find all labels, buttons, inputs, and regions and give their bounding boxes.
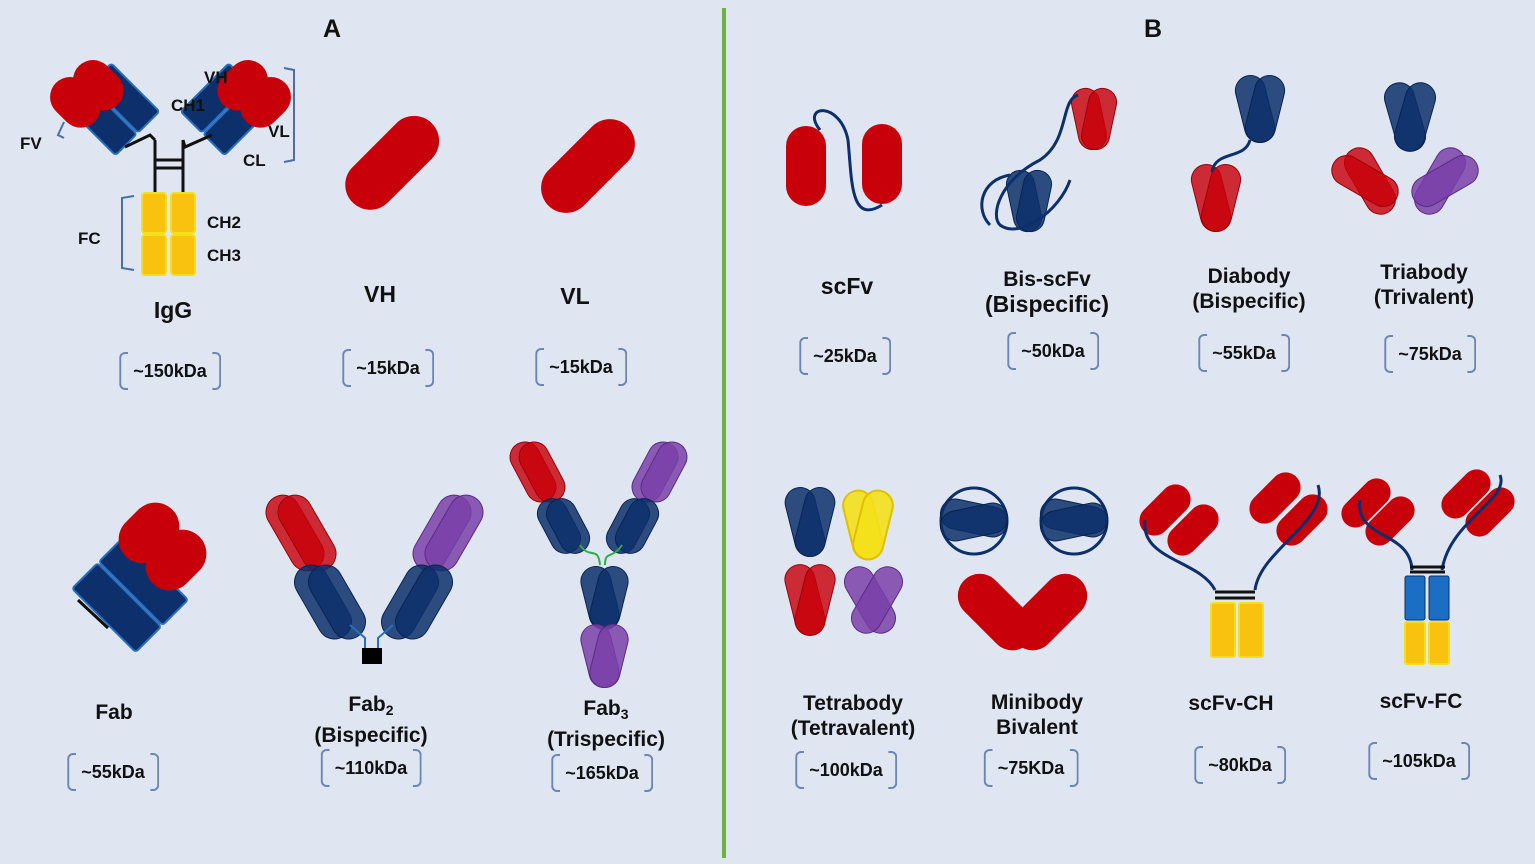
- vl-kda: ~15kDa: [535, 348, 627, 386]
- fab-kda: ~55kDa: [67, 753, 159, 791]
- scfv-kda: ~25kDa: [799, 337, 891, 375]
- igg-diagram: [50, 60, 295, 276]
- vh-name: VH: [364, 281, 396, 307]
- bisscfv-kda: ~50kDa: [1007, 332, 1099, 370]
- scfvfc-diagram: [1341, 469, 1515, 665]
- bisscfv-name-text: Bis-scFv: [1003, 268, 1091, 291]
- triabody-subtitle: (Trivalent): [1373, 286, 1475, 309]
- triabody-diagram: [1331, 82, 1479, 215]
- fab2-subscript: 2: [385, 702, 394, 718]
- diabody-subtitle: (Bispecific): [1192, 290, 1306, 313]
- tetrabody-subtitle: (Tetravalent): [790, 717, 916, 740]
- triabody-name: Triabody(Trivalent): [1374, 260, 1474, 310]
- fab2-name-text: Fab: [348, 693, 386, 716]
- scfvfc-kda: ~105kDa: [1368, 742, 1470, 780]
- label-fv-region: FV: [20, 134, 42, 153]
- fab2-diagram: [265, 494, 484, 664]
- scfv-diagram: [786, 109, 902, 212]
- bisscfv-name: Bis-scFv(Bispecific): [985, 267, 1109, 318]
- vh-domain: [345, 115, 440, 210]
- bisscfv-subtitle: (Bispecific): [985, 291, 1109, 317]
- label-vh-domain: VH: [204, 68, 228, 87]
- fab3-name-text: Fab: [583, 697, 621, 720]
- scfvch-name: scFv-CH: [1188, 692, 1274, 715]
- igg-name: IgG: [153, 297, 193, 323]
- panel-divider: [722, 8, 726, 858]
- diabody-diagram: [1190, 75, 1286, 232]
- fab3-kda: ~165kDa: [551, 754, 653, 792]
- tetrabody-name: Tetrabody(Tetravalent): [791, 691, 915, 741]
- fab3-name: Fab3 (Trispecific): [547, 696, 665, 752]
- label-ch3-domain: CH3: [207, 246, 242, 265]
- minibody-name-text: Minibody: [990, 691, 1084, 714]
- fab2-kda: ~110kDa: [320, 749, 422, 787]
- label-ch2-domain: CH2: [207, 213, 242, 232]
- diabody-name-text: Diabody: [1207, 265, 1291, 288]
- label-cl-domain: CL: [243, 151, 266, 170]
- fab2-subtitle: (Bispecific): [314, 724, 428, 747]
- tetrabody-diagram: [784, 487, 903, 636]
- fab3-diagram: [509, 441, 688, 688]
- triabody-name-text: Triabody: [1380, 261, 1468, 284]
- vh-kda: ~15kDa: [342, 349, 434, 387]
- label-fc-region: FC: [78, 229, 101, 248]
- label-ch1-domain: CH1: [171, 96, 206, 115]
- fab2-name: Fab2 (Bispecific): [314, 692, 427, 748]
- label-vl-domain: VL: [268, 122, 290, 141]
- scfvch-kda: ~80kDa: [1194, 746, 1286, 784]
- fab3-subscript: 3: [620, 706, 629, 722]
- fab3-subtitle: (Trispecific): [547, 728, 665, 751]
- bisscfv-diagram: [980, 87, 1118, 233]
- minibody-diagram: [939, 486, 1109, 651]
- scfvfc-name: scFv-FC: [1379, 690, 1463, 713]
- igg-kda: ~150kDa: [119, 352, 221, 390]
- tetrabody-kda: ~100kDa: [795, 751, 897, 789]
- minibody-subtitle: Bivalent: [996, 716, 1078, 739]
- fab-diagram: [72, 502, 207, 652]
- vl-domain: [541, 119, 635, 213]
- scfvch-diagram: [1139, 472, 1328, 658]
- scfv-name: scFv: [820, 273, 874, 299]
- diabody-name: Diabody(Bispecific): [1192, 264, 1305, 314]
- triabody-kda: ~75kDa: [1384, 335, 1476, 373]
- panel-b-label: B: [1143, 15, 1163, 43]
- panel-a-label: A: [322, 15, 342, 43]
- fab-name: Fab: [95, 701, 133, 724]
- diabody-kda: ~55kDa: [1198, 334, 1290, 372]
- vl-name: VL: [560, 283, 590, 309]
- tetrabody-name-text: Tetrabody: [803, 692, 903, 715]
- minibody-kda: ~75KDa: [983, 749, 1079, 787]
